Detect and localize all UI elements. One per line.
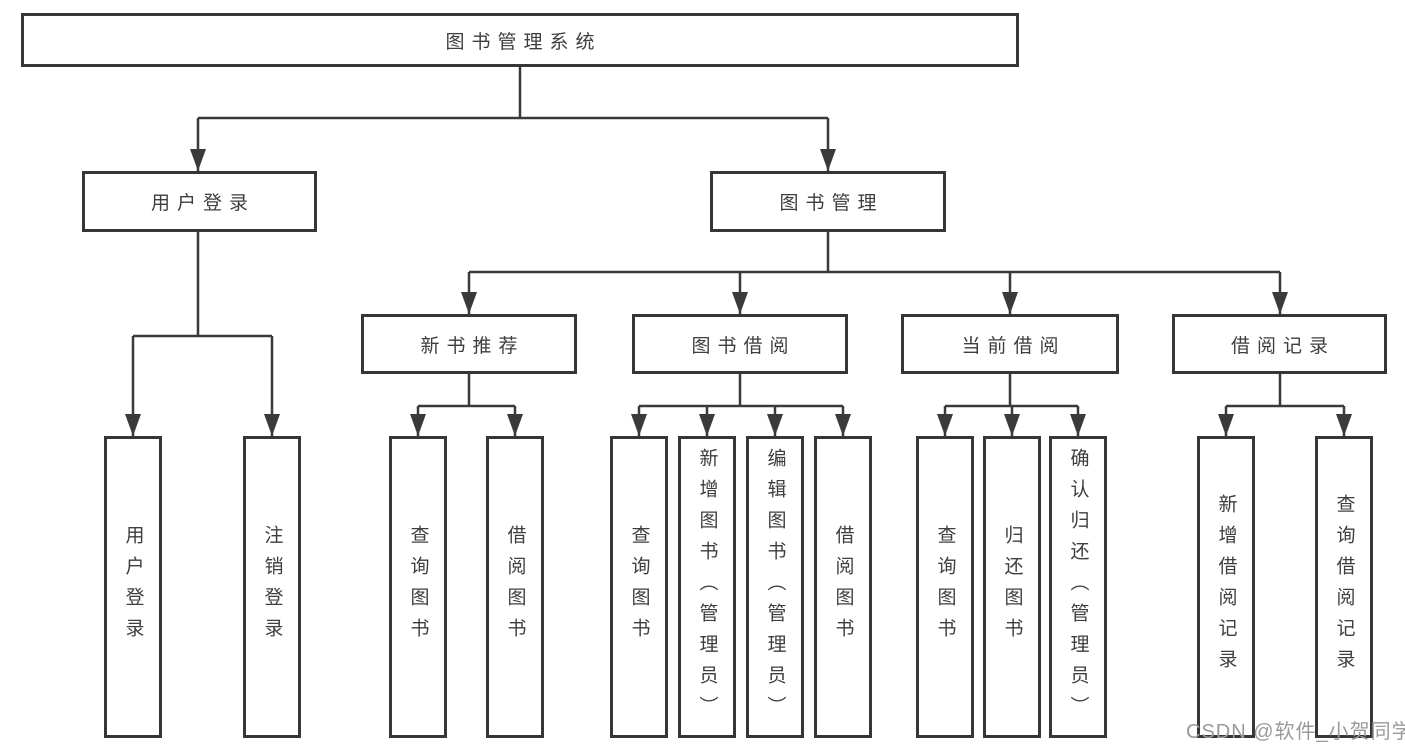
node-label: 新增图书（管理员） bbox=[696, 447, 718, 727]
node-label: 编辑图书（管理员） bbox=[764, 447, 786, 727]
node-label: 图书借阅 bbox=[691, 335, 796, 357]
node-leaf-nb-borrow-book: 借阅图书 bbox=[486, 436, 544, 738]
node-label: 新增借阅记录 bbox=[1215, 494, 1237, 680]
node-label: 查询借阅记录 bbox=[1333, 494, 1355, 680]
node-leaf-bb-add-book: 新增图书（管理员） bbox=[678, 436, 736, 738]
node-label: 借阅图书 bbox=[504, 525, 526, 649]
node-label: 查询图书 bbox=[407, 525, 429, 649]
node-leaf-user-login: 用户登录 bbox=[104, 436, 162, 738]
connector-line bbox=[418, 374, 515, 408]
node-label: 用户登录 bbox=[122, 525, 144, 649]
node-label: 图书管理系统 bbox=[445, 31, 602, 53]
node-label: 归还图书 bbox=[1001, 525, 1023, 649]
node-new-book-recommend: 新书推荐 bbox=[361, 314, 577, 374]
node-user-login: 用户登录 bbox=[82, 171, 317, 232]
connector-group bbox=[125, 67, 1352, 436]
node-label: 查询图书 bbox=[628, 525, 650, 649]
node-leaf-cb-query-book: 查询图书 bbox=[916, 436, 974, 738]
node-leaf-br-add-record: 新增借阅记录 bbox=[1197, 436, 1255, 738]
connector-line bbox=[1226, 374, 1344, 408]
node-current-borrowing: 当前借阅 bbox=[901, 314, 1119, 374]
node-leaf-logout: 注销登录 bbox=[243, 436, 301, 738]
connector-line bbox=[639, 374, 843, 408]
node-leaf-cb-confirm-return: 确认归还（管理员） bbox=[1049, 436, 1107, 738]
node-label: 图书管理 bbox=[779, 193, 884, 214]
connector-line bbox=[133, 232, 272, 338]
node-label: 用户登录 bbox=[150, 193, 255, 214]
node-leaf-bb-borrow-book: 借阅图书 bbox=[814, 436, 872, 738]
connector-line bbox=[469, 232, 1280, 274]
node-leaf-br-query-record: 查询借阅记录 bbox=[1315, 436, 1373, 738]
node-leaf-bb-query-book: 查询图书 bbox=[610, 436, 668, 738]
node-leaf-bb-edit-book: 编辑图书（管理员） bbox=[746, 436, 804, 738]
node-label: 借阅图书 bbox=[832, 525, 854, 649]
node-label: 注销登录 bbox=[261, 525, 283, 649]
node-label: 查询图书 bbox=[934, 525, 956, 649]
node-label: 借阅记录 bbox=[1230, 335, 1335, 357]
node-book-management: 图书管理 bbox=[710, 171, 946, 232]
node-root: 图书管理系统 bbox=[21, 13, 1019, 67]
node-label: 新书推荐 bbox=[420, 335, 525, 357]
node-leaf-cb-return-book: 归还图书 bbox=[983, 436, 1041, 738]
watermark: CSDN @软件_小贺同学 bbox=[1186, 721, 1405, 743]
connector-line bbox=[198, 67, 828, 120]
node-book-borrowing: 图书借阅 bbox=[632, 314, 848, 374]
node-label: 确认归还（管理员） bbox=[1067, 447, 1089, 727]
node-leaf-nb-query-book: 查询图书 bbox=[389, 436, 447, 738]
node-label: 当前借阅 bbox=[961, 335, 1066, 357]
connector-line bbox=[945, 374, 1078, 408]
node-borrowing-records: 借阅记录 bbox=[1172, 314, 1387, 374]
